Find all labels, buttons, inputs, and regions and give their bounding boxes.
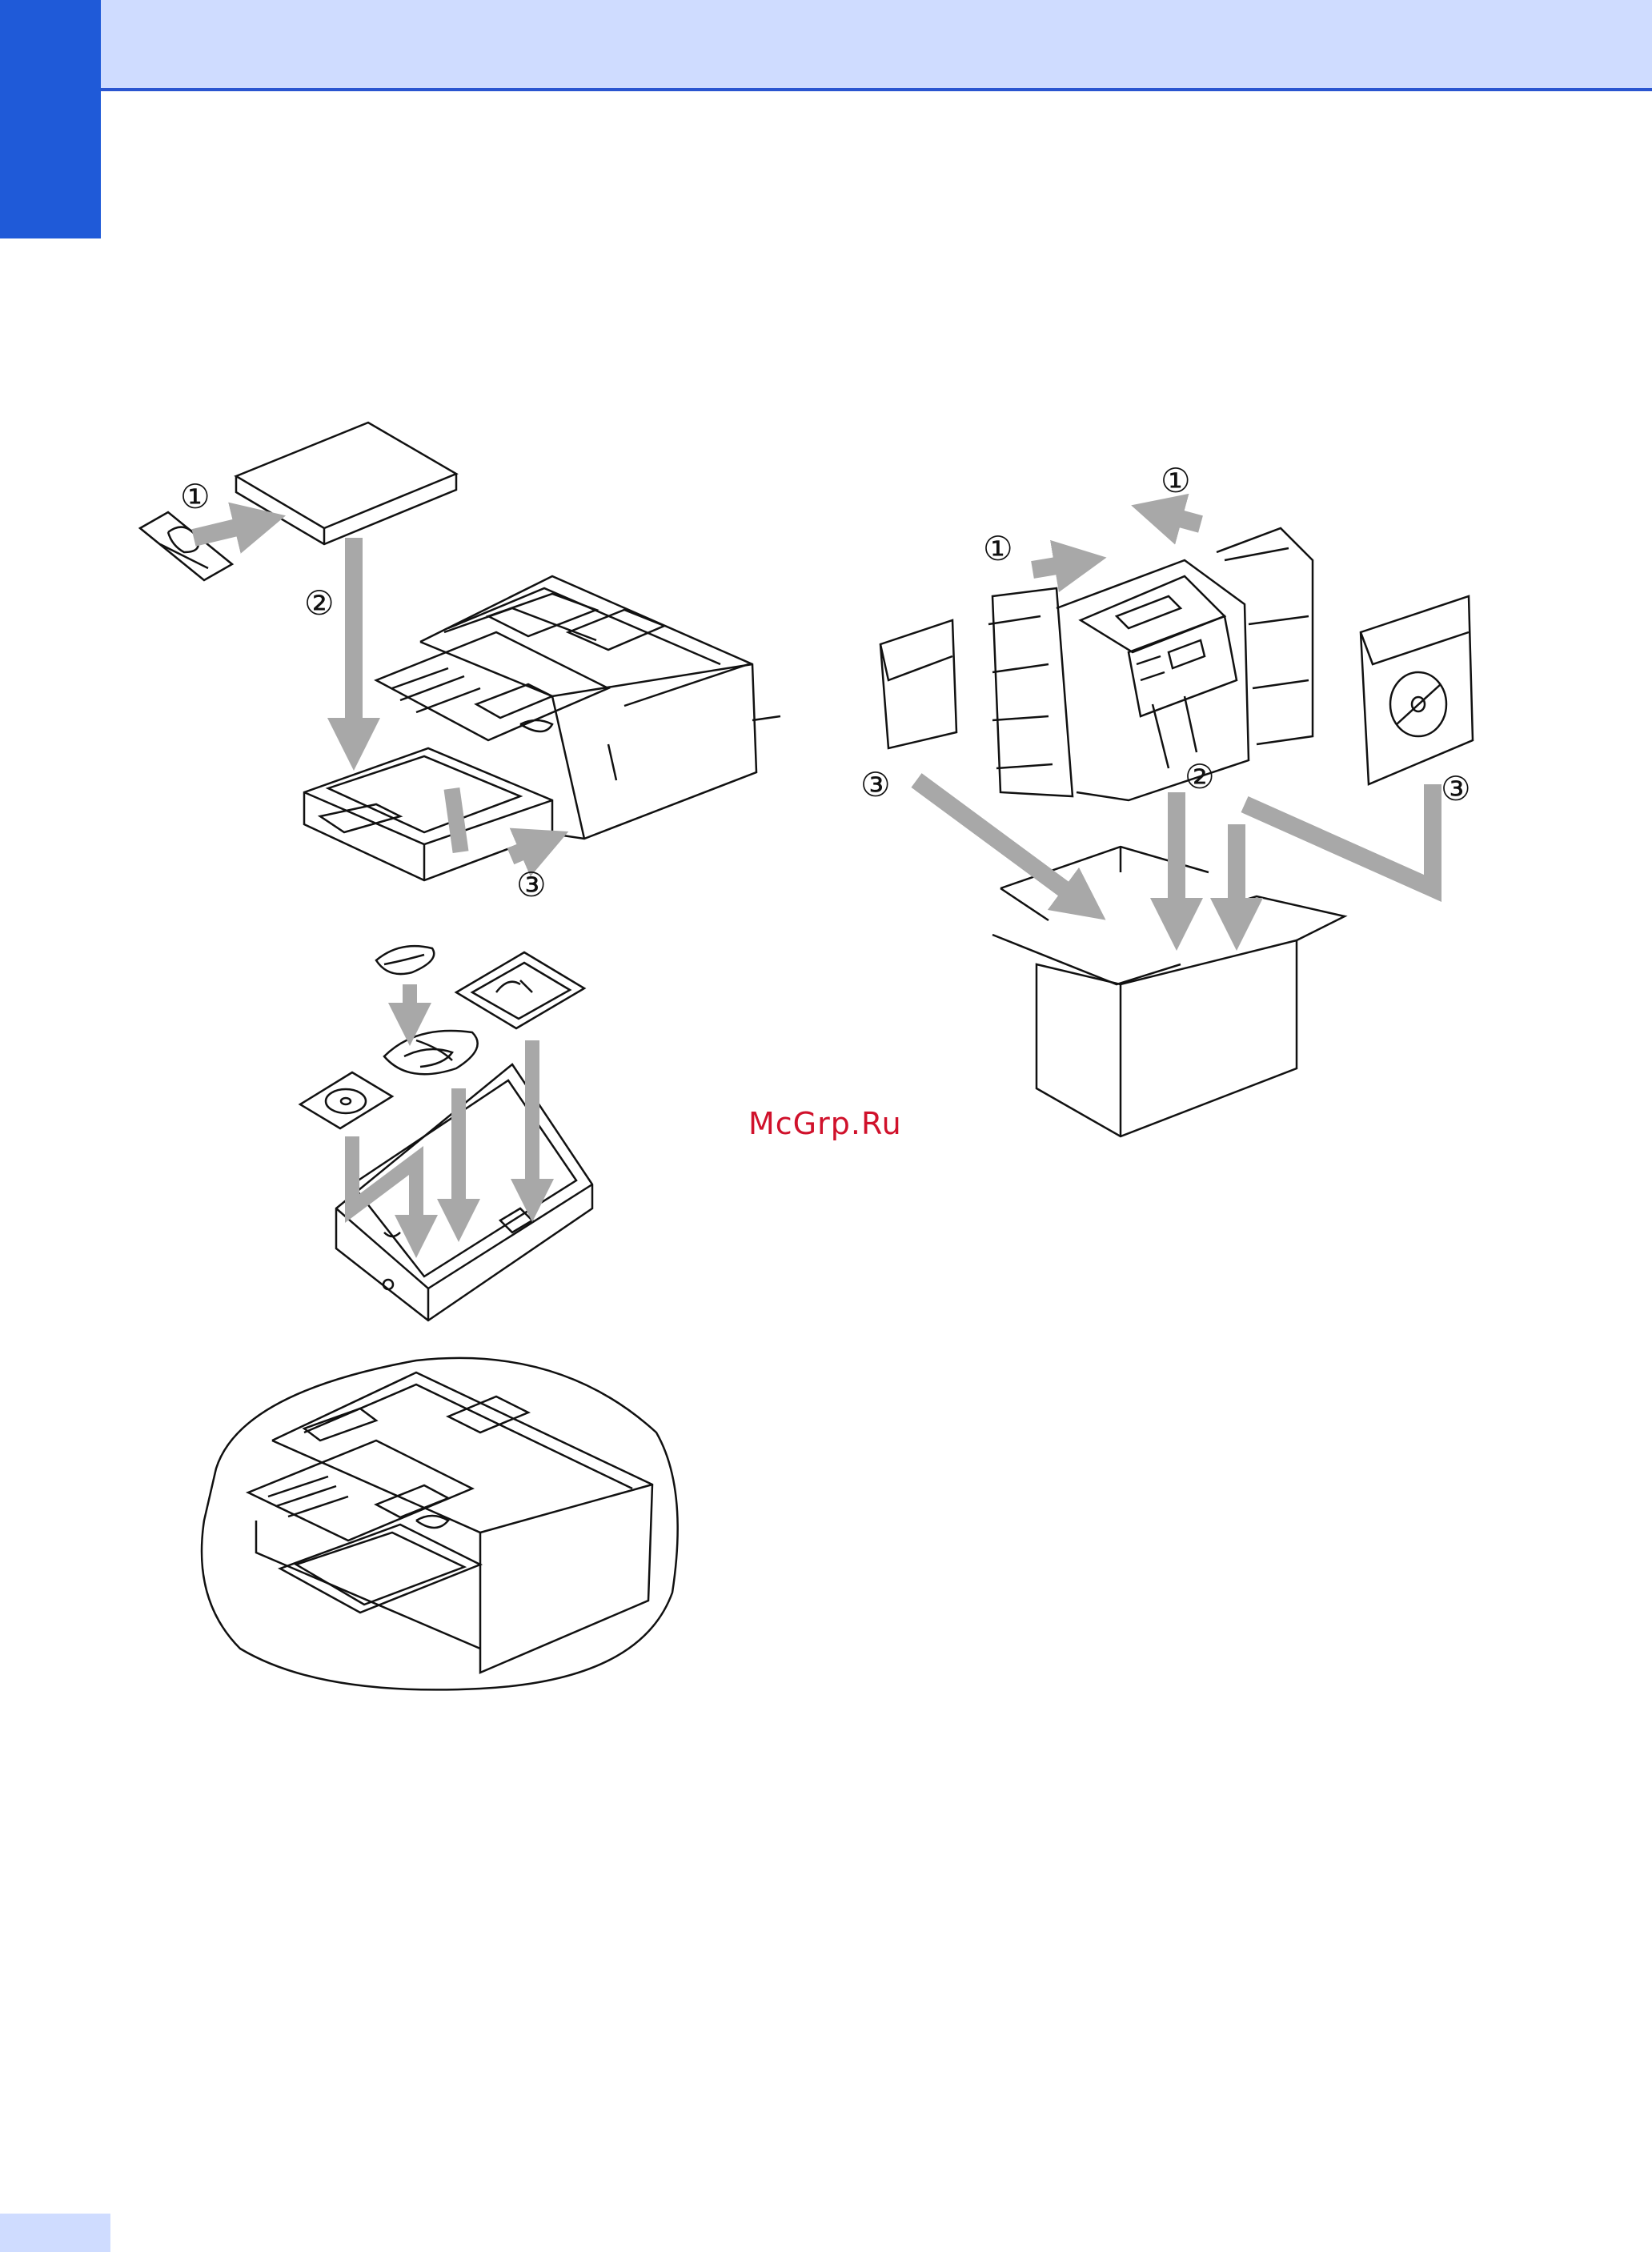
callout-1-upper: ① [1161,461,1191,500]
callout-3-right: ③ [1441,769,1471,808]
watermark-text: McGrp.Ru [748,1106,902,1141]
coiled-cable-icon [384,1031,478,1074]
right-arrows [916,512,1433,924]
callout-3: ③ [516,865,547,904]
document-sheet-bag-icon [456,952,584,1028]
figure-accessories-packing [300,946,592,1320]
documents-bag-icon [880,620,956,748]
cd-rom-sleeve-icon [300,1072,392,1128]
manual-book-illustration [236,423,456,544]
callout-1-lower: ① [983,529,1013,568]
printer-illustration [376,576,780,839]
cd-rom-bag-icon [1361,596,1473,784]
callout-3-left: ③ [860,765,891,804]
cable-bundle-small-icon [376,946,434,974]
callout-1: ① [180,477,211,516]
left-top-callouts: ① ② ③ [180,477,547,904]
callout-2: ② [1185,757,1215,796]
power-cable-illustration [140,512,232,580]
figure-printer-in-bag [202,1358,678,1690]
callout-2: ② [304,583,335,623]
